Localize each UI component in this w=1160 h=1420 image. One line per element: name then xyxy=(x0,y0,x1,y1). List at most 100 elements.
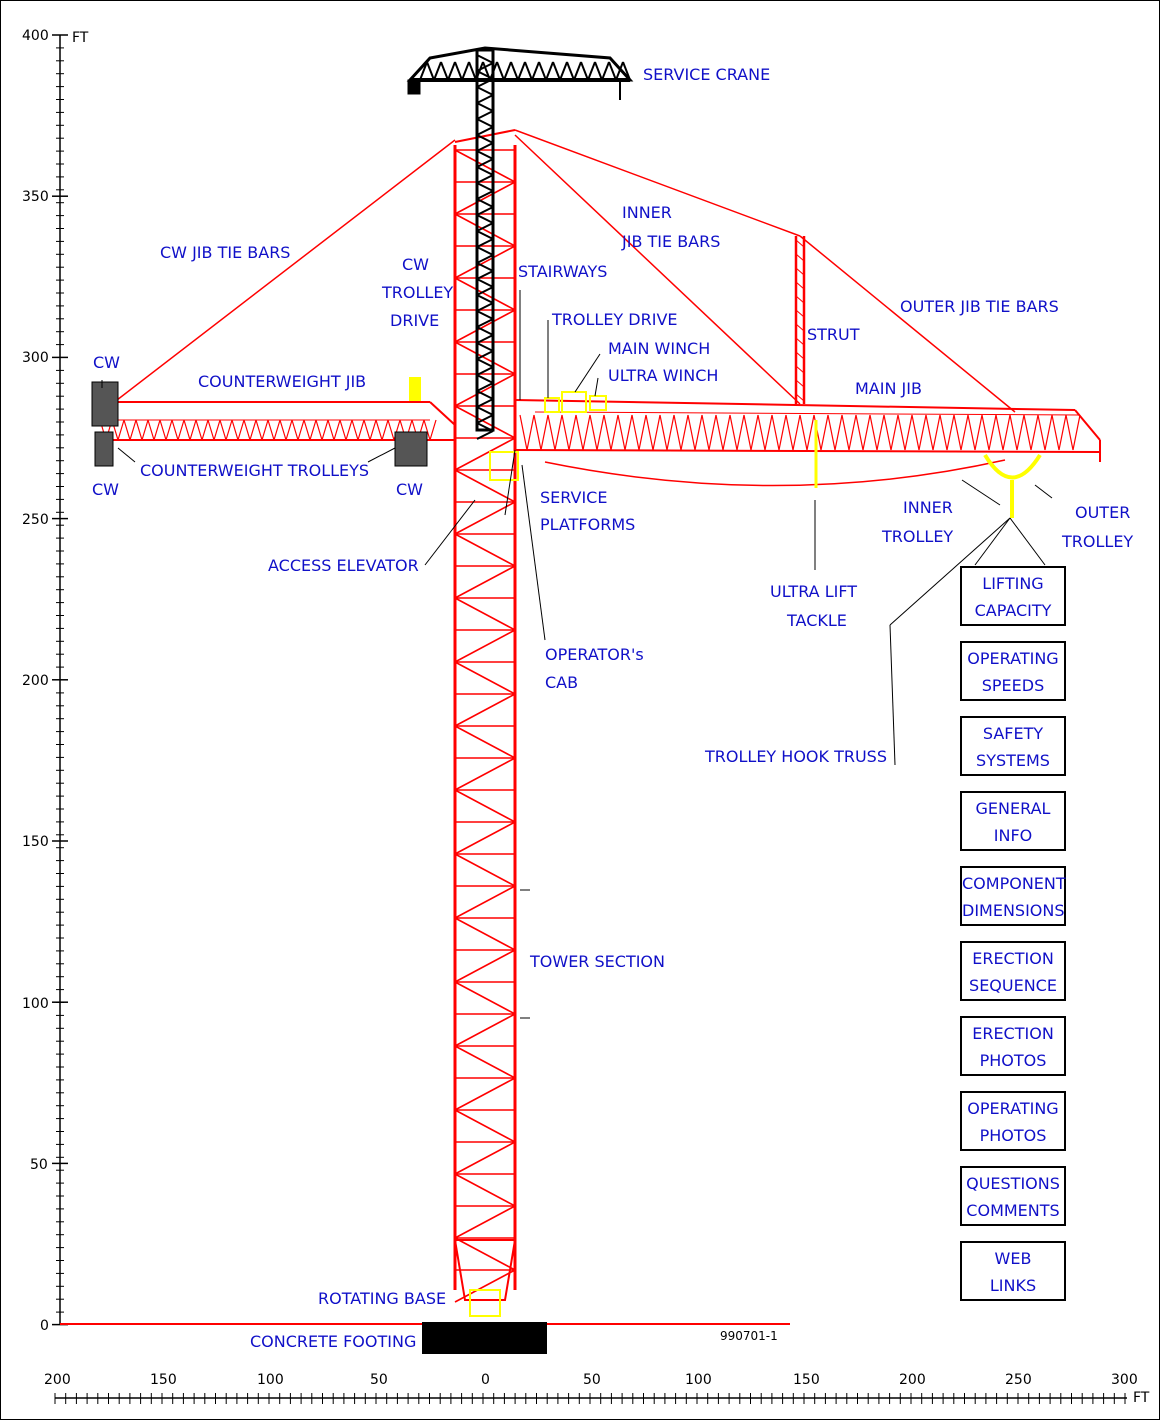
x-tick-0: 0 xyxy=(481,1372,490,1388)
label-ultra-winch: ULTRA WINCH xyxy=(608,366,718,385)
y-tick-100: 100 xyxy=(22,996,49,1012)
nav-button-questions-comments[interactable]: QUESTIONS COMMENTS xyxy=(960,1166,1066,1226)
label-cw-trolley-drive-1: CW xyxy=(402,255,429,274)
nav-button-line2: SYSTEMS xyxy=(976,751,1050,770)
nav-button-line2: CAPACITY xyxy=(974,601,1052,620)
y-tick-400: 400 xyxy=(22,28,49,44)
y-axis: FT 400 350 300 250 200 150 100 50 0 xyxy=(22,28,89,1334)
counterweight-jib xyxy=(95,401,456,441)
nav-button-line1: OPERATING xyxy=(967,1099,1059,1118)
label-operators-cab-2: CAB xyxy=(545,673,578,692)
x-axis: FT 200 150 100 50 0 50 100 150 200 250 3… xyxy=(44,1372,1150,1406)
label-outer-trolley-1: OUTER xyxy=(1075,503,1130,522)
nav-button-line1: COMPONENT xyxy=(962,874,1066,893)
label-operators-cab-1: OPERATOR's xyxy=(545,645,644,664)
main-jib xyxy=(514,399,1101,487)
nav-button-line2: LINKS xyxy=(989,1276,1037,1295)
label-counterweight-jib: COUNTERWEIGHT JIB xyxy=(198,372,366,391)
label-cw-bottom-right: CW xyxy=(396,480,423,499)
label-inner-jib-tie-bars-1: INNER xyxy=(622,203,672,222)
label-trolley-hook-truss: TROLLEY HOOK TRUSS xyxy=(704,747,887,766)
label-inner-trolley-1: INNER xyxy=(903,498,953,517)
service-crane xyxy=(406,46,634,440)
counterweights xyxy=(91,381,428,467)
nav-button-line1: LIFTING xyxy=(982,574,1044,593)
nav-button-erection-sequence[interactable]: ERECTION SEQUENCE xyxy=(960,941,1066,1001)
x-tick-100-left: 100 xyxy=(257,1372,284,1388)
y-tick-200: 200 xyxy=(22,673,49,689)
y-tick-350: 350 xyxy=(22,189,49,205)
yellow-components xyxy=(409,377,1042,1317)
nav-button-line2: DIMENSIONS xyxy=(962,901,1065,920)
nav-button-erection-photos[interactable]: ERECTION PHOTOS xyxy=(960,1016,1066,1076)
label-cw-bottom-left: CW xyxy=(92,480,119,499)
label-concrete-footing: CONCRETE FOOTING xyxy=(250,1332,416,1351)
x-unit-label: FT xyxy=(1133,1390,1150,1406)
label-tower-section: TOWER SECTION xyxy=(529,952,665,971)
concrete-footing-block xyxy=(422,1322,547,1354)
label-trolley-drive: TROLLEY DRIVE xyxy=(551,310,678,329)
x-tick-200-left: 200 xyxy=(44,1372,71,1388)
label-cw-trolley-drive-3: DRIVE xyxy=(390,311,439,330)
x-tick-150-left: 150 xyxy=(150,1372,177,1388)
nav-button-line2: SEQUENCE xyxy=(969,976,1057,995)
x-tick-150-right: 150 xyxy=(793,1372,820,1388)
label-counterweight-trolleys: COUNTERWEIGHT TROLLEYS xyxy=(140,461,369,480)
nav-button-line2: SPEEDS xyxy=(981,676,1045,695)
nav-button-operating-photos[interactable]: OPERATING PHOTOS xyxy=(960,1091,1066,1151)
tower xyxy=(453,145,517,1303)
label-service-crane: SERVICE CRANE xyxy=(643,65,770,84)
nav-button-component-dimensions[interactable]: COMPONENT DIMENSIONS xyxy=(960,866,1066,926)
label-stairways: STAIRWAYS xyxy=(518,262,607,281)
x-tick-300-right: 300 xyxy=(1111,1372,1138,1388)
nav-button-line1: ERECTION xyxy=(972,949,1054,968)
nav-button-general-info[interactable]: GENERAL INFO xyxy=(960,791,1066,851)
nav-button-safety-systems[interactable]: SAFETY SYSTEMS xyxy=(960,716,1066,776)
label-ultra-lift-tackle-2: TACKLE xyxy=(786,611,847,630)
x-tick-50-left: 50 xyxy=(370,1372,388,1388)
nav-button-line2: PHOTOS xyxy=(979,1051,1047,1070)
nav-button-lifting-capacity[interactable]: LIFTING CAPACITY xyxy=(960,566,1066,626)
label-outer-trolley-2: TROLLEY xyxy=(1061,532,1133,551)
label-access-elevator: ACCESS ELEVATOR xyxy=(268,556,419,575)
nav-button-line1: SAFETY xyxy=(982,724,1044,743)
label-cw-top: CW xyxy=(93,353,120,372)
nav-button-line2: PHOTOS xyxy=(979,1126,1047,1145)
nav-button-line1: WEB xyxy=(994,1249,1032,1268)
x-tick-50-right: 50 xyxy=(583,1372,601,1388)
strut xyxy=(794,236,806,404)
nav-button-line1: ERECTION xyxy=(972,1024,1054,1043)
x-tick-250-right: 250 xyxy=(1005,1372,1032,1388)
nav-button-line1: GENERAL xyxy=(975,799,1051,818)
nav-button-line2: INFO xyxy=(993,826,1033,845)
x-tick-200-right: 200 xyxy=(899,1372,926,1388)
component-labels: SERVICE CRANE CW JIB TIE BARS INNER JIB … xyxy=(92,65,1133,1351)
nav-button-operating-speeds[interactable]: OPERATING SPEEDS xyxy=(960,641,1066,701)
label-service-platforms-2: PLATFORMS xyxy=(540,515,635,534)
y-tick-0: 0 xyxy=(40,1318,49,1334)
label-outer-jib-tie-bars: OUTER JIB TIE BARS xyxy=(900,297,1059,316)
label-rotating-base: ROTATING BASE xyxy=(318,1289,446,1308)
nav-button-line1: OPERATING xyxy=(967,649,1059,668)
label-cw-trolley-drive-2: TROLLEY xyxy=(381,283,453,302)
y-unit-label: FT xyxy=(72,30,89,46)
nav-button-line1: QUESTIONS xyxy=(966,1174,1060,1193)
y-tick-250: 250 xyxy=(22,512,49,528)
tie-bars xyxy=(116,129,1016,413)
y-tick-300: 300 xyxy=(22,350,49,366)
label-cw-jib-tie-bars: CW JIB TIE BARS xyxy=(160,243,290,262)
nav-button-web-links[interactable]: WEB LINKS xyxy=(960,1241,1066,1301)
leader-lines xyxy=(101,290,1053,1019)
label-inner-trolley-2: TROLLEY xyxy=(881,527,953,546)
y-tick-50: 50 xyxy=(30,1157,48,1173)
label-main-jib: MAIN JIB xyxy=(855,379,922,398)
label-inner-jib-tie-bars-2: JIB TIE BARS xyxy=(621,232,720,251)
label-service-platforms-1: SERVICE xyxy=(540,488,607,507)
label-strut: STRUT xyxy=(807,325,860,344)
nav-button-line2: COMMENTS xyxy=(966,1201,1060,1220)
label-ultra-lift-tackle-1: ULTRA LIFT xyxy=(770,582,857,601)
label-main-winch: MAIN WINCH xyxy=(608,339,710,358)
x-tick-100-right: 100 xyxy=(685,1372,712,1388)
y-tick-150: 150 xyxy=(22,834,49,850)
